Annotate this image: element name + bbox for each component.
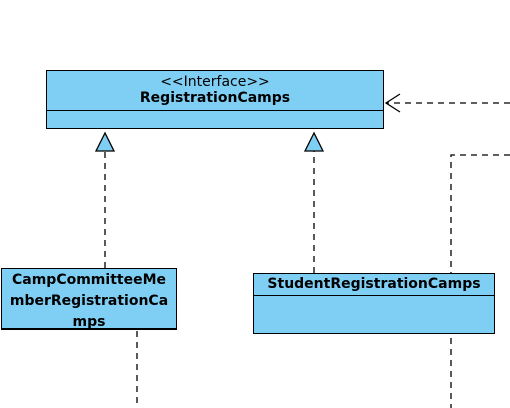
class-name: StudentRegistrationCamps (267, 276, 481, 292)
class-header: StudentRegistrationCamps (254, 274, 494, 296)
class-header: CampCommitteeMemberRegistrationCamps (2, 269, 176, 332)
dependency-arrowhead (384, 93, 401, 113)
class-name: CampCommitteeMemberRegistrationCamps (9, 272, 169, 330)
realization-arrowhead-ccm (94, 131, 116, 152)
dashed-connector-right (450, 154, 510, 408)
interface-name: RegistrationCamps (139, 90, 291, 106)
class-divider (1, 329, 177, 330)
interface-header: <<Interface>> RegistrationCamps (47, 71, 383, 111)
interface-stereotype: <<Interface>> (160, 74, 270, 90)
interface-registration-camps[interactable]: <<Interface>> RegistrationCamps (46, 70, 384, 129)
realization-arrowhead-student (303, 131, 325, 152)
class-camp-committee-member-registration-camps[interactable]: CampCommitteeMemberRegistrationCamps (1, 268, 177, 332)
class-student-registration-camps[interactable]: StudentRegistrationCamps (253, 273, 495, 334)
